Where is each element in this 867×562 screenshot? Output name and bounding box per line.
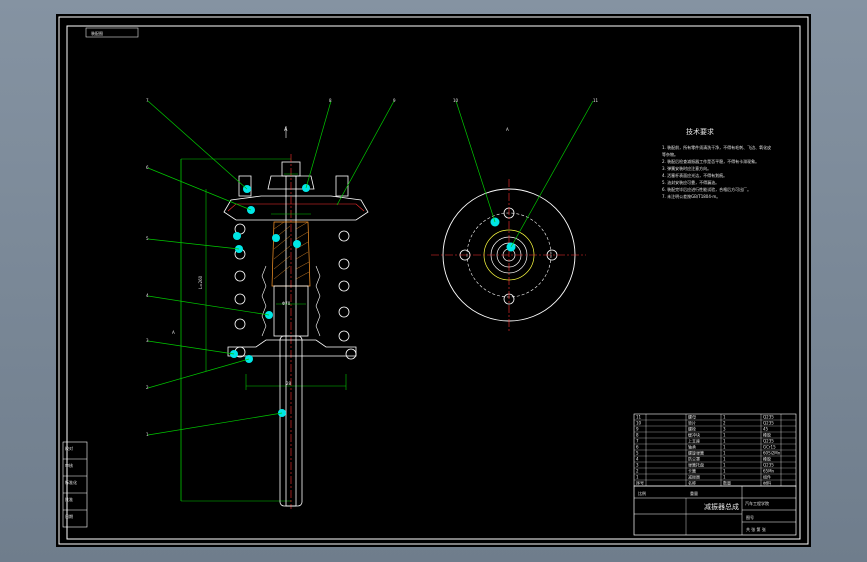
cad-drawing: 装配图 bbox=[58, 16, 809, 545]
left-block-checker: 校对 bbox=[65, 445, 73, 451]
section-view: A A 28 Φ70 L=260 7 8 9 6 bbox=[146, 98, 396, 509]
parts-cell-mat: Q235 bbox=[763, 421, 774, 426]
parts-cell-qty: 1 bbox=[723, 463, 726, 468]
parts-cell-mat: Q235 bbox=[763, 415, 774, 420]
dim-label-a: A bbox=[172, 330, 175, 335]
parts-cell-name: 轴承 bbox=[688, 444, 696, 450]
parts-cell-no: 6 bbox=[636, 445, 639, 450]
top-view: A 10 11 bbox=[431, 98, 599, 332]
title-block-scale: 比例 bbox=[638, 490, 646, 496]
balloon-11: 11 bbox=[593, 98, 599, 103]
balloon-5: 5 bbox=[146, 236, 149, 241]
parts-cell-no: 11 bbox=[636, 415, 642, 420]
parts-cell-mat: 橡胶 bbox=[763, 432, 771, 438]
parts-cell-name: 卡簧 bbox=[688, 468, 696, 474]
title-block-sheet: 共 张 第 张 bbox=[746, 526, 766, 532]
parts-cell-name: 螺母 bbox=[688, 414, 696, 420]
title-block-weight: 重量 bbox=[690, 490, 698, 496]
parts-header-name: 名称 bbox=[688, 480, 696, 486]
parts-cell-no: 2 bbox=[636, 469, 639, 474]
parts-cell-qty: 1 bbox=[723, 439, 726, 444]
svg-text:L=260: L=260 bbox=[198, 275, 203, 289]
title-tag-box bbox=[85, 27, 139, 38]
parts-cell-qty: 2 bbox=[723, 421, 726, 426]
parts-cell-no: 5 bbox=[636, 451, 639, 456]
parts-cell-qty: 1 bbox=[723, 475, 726, 480]
parts-cell-name: 垫片 bbox=[688, 420, 696, 426]
dim-label-phi70: Φ70 bbox=[282, 301, 291, 306]
technical-requirements: 技术要求 1. 装配前，所有零件须清洗干净，不得有毛刺、飞边、氧化皮 等杂物。 … bbox=[662, 127, 771, 199]
parts-cell-no: 10 bbox=[636, 421, 642, 426]
top-view-label: A bbox=[506, 127, 509, 132]
balloon-4: 4 bbox=[146, 293, 149, 298]
tech-note-7: 7. 未注明公差按GB/T1804-m。 bbox=[662, 193, 720, 199]
tech-title: 技术要求 bbox=[686, 127, 714, 136]
balloon-1: 1 bbox=[146, 432, 149, 437]
parts-cell-qty: 1 bbox=[723, 457, 726, 462]
sheet-border bbox=[58, 16, 809, 545]
parts-cell-qty: 1 bbox=[723, 445, 726, 450]
parts-cell-mat: 65Mn bbox=[763, 469, 775, 474]
title-block-company: 汽车工程学院 bbox=[745, 500, 769, 506]
parts-cell-qty: 1 bbox=[723, 433, 726, 438]
balloon-10: 10 bbox=[453, 98, 459, 103]
parts-cell-name: 缓冲块 bbox=[688, 432, 700, 438]
parts-cell-name: 上支座 bbox=[688, 438, 700, 444]
parts-header-mat: 材料 bbox=[763, 480, 771, 486]
parts-header-qty: 数量 bbox=[723, 480, 731, 486]
parts-cell-name: 弹簧托盘 bbox=[688, 462, 704, 468]
balloon-8: 8 bbox=[329, 98, 332, 103]
parts-cell-mat: Q235 bbox=[763, 439, 774, 444]
parts-cell-mat: 橡胶 bbox=[763, 456, 771, 462]
drawing-viewport[interactable]: 装配图 bbox=[56, 14, 811, 547]
tech-note-5: 5. 油封安装应可靠，不得漏油。 bbox=[662, 179, 719, 185]
drawing-frame bbox=[66, 25, 801, 540]
left-block-approve: 批准 bbox=[65, 496, 73, 502]
title-tag-text: 装配图 bbox=[91, 30, 103, 36]
tech-note-2: 2. 装配后检查减振器工作是否平稳，不得有卡滞现象。 bbox=[662, 158, 759, 164]
tech-note-1: 1. 装配前，所有零件须清洗干净，不得有毛刺、飞边、氧化皮 bbox=[662, 144, 771, 150]
parts-cell-name: 防尘罩 bbox=[688, 456, 700, 462]
left-block-review: 审核 bbox=[65, 462, 73, 468]
dim-label-28: 28 bbox=[286, 381, 292, 386]
parts-cell-name: 减振器 bbox=[688, 474, 700, 480]
title-block: 减振器总成 汽车工程学院 图号 共 张 第 张 比例 重量 bbox=[633, 485, 797, 536]
parts-cell-no: 3 bbox=[636, 463, 639, 468]
parts-cell-mat: GCr15 bbox=[763, 445, 776, 450]
parts-cell-name: 螺栓 bbox=[688, 426, 696, 432]
tech-note-6: 6. 装配完毕后应进行性能试验，合格后方可出厂。 bbox=[662, 186, 751, 192]
title-block-drawing-no: 图号 bbox=[746, 514, 754, 520]
parts-cell-qty: 1 bbox=[723, 451, 726, 456]
parts-cell-no: 8 bbox=[636, 433, 639, 438]
left-revision-block: 校对 审核 标准化 批准 日期 bbox=[62, 441, 88, 528]
title-block-name: 减振器总成 bbox=[704, 502, 739, 511]
parts-cell-qty: 1 bbox=[723, 415, 726, 420]
parts-cell-qty: 1 bbox=[723, 469, 726, 474]
left-block-date: 日期 bbox=[65, 513, 73, 519]
parts-cell-mat: 60Si2Mn bbox=[763, 451, 781, 456]
parts-cell-mat: 45 bbox=[763, 427, 769, 432]
balloon-6: 6 bbox=[146, 165, 149, 170]
balloon-9: 9 bbox=[393, 98, 396, 103]
parts-cell-qty: 3 bbox=[723, 427, 726, 432]
parts-cell-no: 9 bbox=[636, 427, 639, 432]
tech-note-1b: 等杂物。 bbox=[662, 151, 678, 157]
tech-note-4: 4. 活塞杆表面应光洁，不得有划痕。 bbox=[662, 172, 727, 178]
balloon-2: 2 bbox=[146, 385, 149, 390]
parts-cell-no: 7 bbox=[636, 439, 639, 444]
parts-cell-mat: 组件 bbox=[763, 474, 771, 480]
balloon-3: 3 bbox=[146, 338, 149, 343]
parts-cell-mat: Q235 bbox=[763, 463, 774, 468]
left-block-standard: 标准化 bbox=[65, 479, 77, 485]
parts-cell-no: 4 bbox=[636, 457, 639, 462]
balloon-7: 7 bbox=[146, 98, 149, 103]
tech-note-3: 3. 弹簧安装时应注意方向。 bbox=[662, 165, 711, 171]
parts-header-no: 序号 bbox=[636, 480, 644, 486]
parts-cell-no: 1 bbox=[636, 475, 639, 480]
parts-cell-name: 螺旋弹簧 bbox=[688, 450, 704, 456]
